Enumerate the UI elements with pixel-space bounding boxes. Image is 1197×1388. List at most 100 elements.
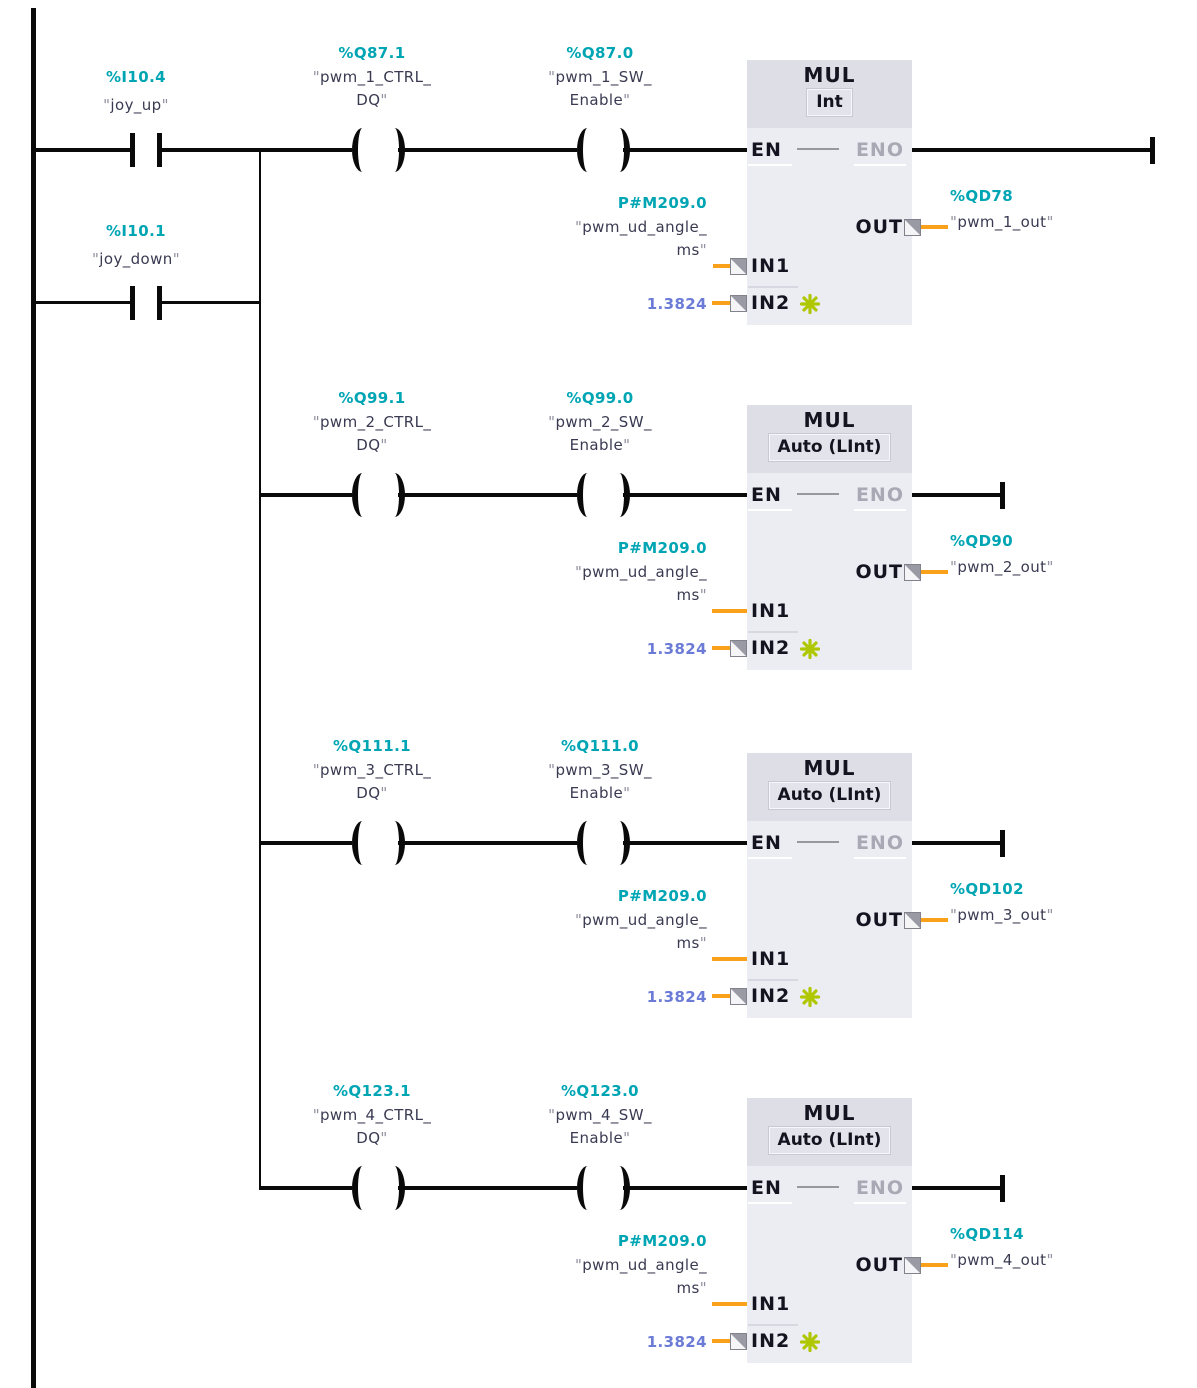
operand-label-in1[interactable]: P#M209.0 pwm_ud_angle_ ms: [447, 1228, 707, 1300]
operand-address: %Q99.1: [338, 389, 406, 407]
operand-label-in1[interactable]: P#M209.0 pwm_ud_angle_ ms: [447, 883, 707, 955]
operand-label-sw-coil[interactable]: %Q123.0 pwm_4_SW_ Enable: [490, 1078, 710, 1150]
connector-box-icon: [730, 1333, 747, 1350]
coil-symbol[interactable]: [352, 1166, 373, 1210]
operand-label-ctrl-coil[interactable]: %Q111.1 pwm_3_CTRL_ DQ: [262, 733, 482, 805]
mul-block-header: MUL Auto (LInt): [747, 753, 912, 821]
operand-label-joy-up[interactable]: %I10.4 joy_up: [26, 64, 246, 117]
contact-symbol-joy-up[interactable]: [130, 133, 135, 167]
branch-wire-segment: [162, 301, 260, 304]
out-name[interactable]: pwm_3_out: [950, 905, 1054, 925]
mul-block-header: MUL Auto (LInt): [747, 1098, 912, 1166]
out-wire-stub: [921, 918, 948, 922]
rung-end-tick: [1000, 1175, 1005, 1202]
operand-label-sw-coil[interactable]: %Q87.0 pwm_1_SW_ Enable: [490, 40, 710, 112]
operand-label-ctrl-coil[interactable]: %Q87.1 pwm_1_CTRL_ DQ: [262, 40, 482, 112]
out-address[interactable]: %QD102: [950, 880, 1024, 898]
in2-constant[interactable]: 1.3824: [646, 640, 707, 658]
operand-address: P#M209.0: [617, 539, 707, 557]
operand-name: ms: [447, 584, 707, 607]
port-in2: IN2: [751, 985, 791, 1007]
in2-wire-stub: [712, 646, 730, 650]
in2-constant[interactable]: 1.3824: [646, 1333, 707, 1351]
operand-address: %Q87.1: [338, 44, 406, 62]
out-wire-stub: [921, 225, 948, 229]
operand-name: pwm_1_CTRL_: [262, 66, 482, 89]
mul-block[interactable]: MUL Int EN ENO OUT IN1 IN2: [712, 60, 948, 325]
coil-symbol[interactable]: [577, 821, 598, 865]
operand-address: %Q123.0: [560, 1082, 640, 1100]
coil-symbol[interactable]: [352, 473, 373, 517]
coil-symbol[interactable]: [577, 128, 598, 172]
port-en: EN: [751, 832, 782, 854]
wire-segment: [33, 148, 130, 152]
operand-address: %Q99.0: [566, 389, 634, 407]
operand-address: %Q111.0: [560, 737, 640, 755]
port-in1: IN1: [751, 255, 791, 277]
operand-label-ctrl-coil[interactable]: %Q99.1 pwm_2_CTRL_ DQ: [262, 385, 482, 457]
in-divider: [748, 631, 798, 633]
out-address[interactable]: %QD114: [950, 1225, 1024, 1243]
mul-title: MUL: [803, 408, 856, 432]
mul-block[interactable]: MUL Auto (LInt) EN ENO OUT IN1 IN2: [712, 405, 948, 670]
wire-segment: [398, 1186, 577, 1190]
out-name[interactable]: pwm_2_out: [950, 557, 1054, 577]
asterisk-icon: [799, 293, 821, 315]
wire-segment: [398, 841, 577, 845]
in2-wire-stub: [712, 301, 730, 305]
mul-mode-selector[interactable]: Auto (LInt): [768, 434, 891, 461]
out-name[interactable]: pwm_4_out: [950, 1250, 1054, 1270]
in2-constant[interactable]: 1.3824: [646, 988, 707, 1006]
mul-block[interactable]: MUL Auto (LInt) EN ENO OUT IN1 IN2: [712, 753, 948, 1018]
port-eno: ENO: [855, 484, 904, 506]
port-out: OUT: [855, 909, 903, 931]
asterisk-icon: [799, 986, 821, 1008]
rung-end-tick: [1000, 830, 1005, 857]
mul-title: MUL: [803, 63, 856, 87]
coil-symbol[interactable]: [577, 473, 598, 517]
contact-symbol-joy-down[interactable]: [130, 286, 135, 320]
operand-label-sw-coil[interactable]: %Q99.0 pwm_2_SW_ Enable: [490, 385, 710, 457]
out-name[interactable]: pwm_1_out: [950, 212, 1054, 232]
operand-address: %I10.4: [105, 68, 167, 86]
out-address[interactable]: %QD78: [950, 187, 1014, 205]
contact-symbol-joy-up[interactable]: [157, 133, 162, 167]
mul-mode-selector[interactable]: Auto (LInt): [768, 1127, 891, 1154]
operand-address: P#M209.0: [617, 887, 707, 905]
connector-box-icon: [730, 295, 747, 312]
coil-symbol[interactable]: [352, 128, 373, 172]
operand-name: Enable: [490, 434, 710, 457]
coil-symbol[interactable]: [577, 1166, 598, 1210]
mul-mode-selector[interactable]: Auto (LInt): [768, 782, 891, 809]
in2-constant[interactable]: 1.3824: [646, 295, 707, 313]
operand-name: DQ: [262, 782, 482, 805]
mul-block[interactable]: MUL Auto (LInt) EN ENO OUT IN1 IN2: [712, 1098, 948, 1363]
operand-name: joy_down: [26, 248, 246, 271]
port-in2: IN2: [751, 292, 791, 314]
wire-segment: [260, 841, 352, 845]
in2-wire-stub: [712, 1339, 730, 1343]
asterisk-icon: [799, 638, 821, 660]
operand-name: joy_up: [26, 94, 246, 117]
operand-label-joy-down[interactable]: %I10.1 joy_down: [26, 218, 246, 271]
operand-label-in1[interactable]: P#M209.0 pwm_ud_angle_ ms: [447, 190, 707, 262]
connector-box-icon: [730, 988, 747, 1005]
port-en: EN: [751, 484, 782, 506]
wire-segment: [623, 841, 747, 845]
operand-label-in1[interactable]: P#M209.0 pwm_ud_angle_ ms: [447, 535, 707, 607]
operand-label-ctrl-coil[interactable]: %Q123.1 pwm_4_CTRL_ DQ: [262, 1078, 482, 1150]
eno-underline: [854, 1202, 906, 1204]
mul-mode-selector[interactable]: Int: [807, 89, 852, 116]
port-in1: IN1: [751, 600, 791, 622]
contact-symbol-joy-down[interactable]: [157, 286, 162, 320]
operand-label-sw-coil[interactable]: %Q111.0 pwm_3_SW_ Enable: [490, 733, 710, 805]
operand-address: %Q111.1: [332, 737, 412, 755]
out-address[interactable]: %QD90: [950, 532, 1014, 550]
port-en: EN: [751, 139, 782, 161]
operand-name: pwm_ud_angle_: [447, 216, 707, 239]
wire-segment: [398, 493, 577, 497]
operand-name: ms: [447, 239, 707, 262]
en-eno-separator: [797, 1186, 839, 1188]
port-in1: IN1: [751, 1293, 791, 1315]
coil-symbol[interactable]: [352, 821, 373, 865]
